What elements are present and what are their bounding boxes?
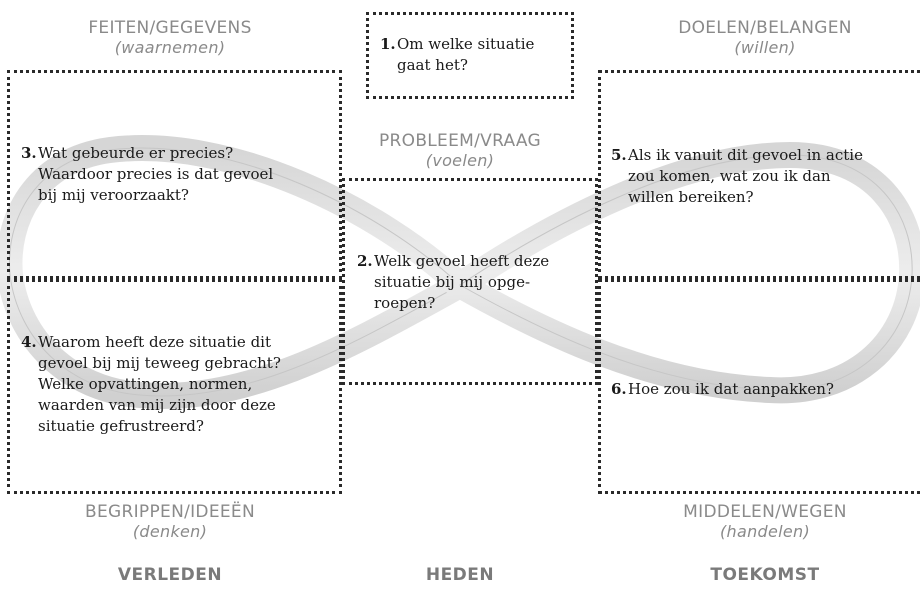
box-right-upper xyxy=(598,70,920,279)
question-1: 1. Om welke situatie gaat het? xyxy=(380,34,535,76)
question-2: 2. Welk gevoel heeft deze situatie bij m… xyxy=(357,251,550,314)
question-4-line-5: situatie gefrustreerd? xyxy=(38,417,204,435)
question-5: 5. Als ik vanuit dit gevoel in actie zou… xyxy=(611,145,863,208)
question-4-line-1: Waarom heeft deze situatie dit xyxy=(38,333,272,351)
heading-concepts: BEGRIPPEN/IDEEËN (denken) xyxy=(20,502,320,542)
heading-goals-subtitle: (willen) xyxy=(734,38,796,57)
question-4-number: 4. xyxy=(21,333,37,351)
question-4-line-2: gevoel bij mij teweeg gebracht? xyxy=(38,354,281,372)
box-right-lower xyxy=(598,279,920,494)
box-situation xyxy=(366,12,574,99)
question-4-line-4: waarden van mij zijn door deze xyxy=(38,396,276,414)
heading-means: MIDDELEN/WEGEN (handelen) xyxy=(615,502,915,542)
question-3-line-3: bij mij veroorzaakt? xyxy=(38,186,189,204)
heading-means-subtitle: (handelen) xyxy=(720,522,810,541)
heading-goals-title: DOELEN/BELANGEN xyxy=(678,18,852,38)
question-3-line-2: Waardoor precies is dat gevoel xyxy=(38,165,274,183)
question-2-line-3: roepen? xyxy=(374,294,436,312)
box-middle xyxy=(342,178,598,385)
box-left-upper xyxy=(7,70,342,279)
question-6-line-1: Hoe zou ik dat aanpakken? xyxy=(628,380,834,398)
question-6: 6. Hoe zou ik dat aanpakken? xyxy=(611,379,834,400)
timeline-past: VERLEDEN xyxy=(117,565,223,585)
heading-problem-subtitle: (voelen) xyxy=(425,151,495,170)
heading-facts: FEITEN/GEGEVENS (waarnemen) xyxy=(20,18,320,58)
question-5-line-2: zou komen, wat zou ik dan xyxy=(628,167,831,185)
heading-problem: PROBLEEM/VRAAG (voelen) xyxy=(320,131,600,171)
question-1-line-1: Om welke situatie xyxy=(397,35,535,53)
question-1-line-2: gaat het? xyxy=(397,56,468,74)
question-3: 3. Wat gebeurde er precies? Waardoor pre… xyxy=(21,143,274,206)
question-2-number: 2. xyxy=(357,252,373,270)
question-5-line-1: Als ik vanuit dit gevoel in actie xyxy=(628,146,863,164)
infinity-right-lobe-edge xyxy=(459,154,913,391)
question-4: 4. Waarom heeft deze situatie dit gevoel… xyxy=(21,332,281,437)
question-2-line-2: situatie bij mij opge- xyxy=(374,273,531,291)
heading-goals: DOELEN/BELANGEN (willen) xyxy=(615,18,915,58)
timeline-future: TOEKOMST xyxy=(710,565,820,585)
question-1-number: 1. xyxy=(380,35,396,53)
question-4-line-3: Welke opvattingen, normen, xyxy=(38,375,253,393)
question-2-line-1: Welk gevoel heeft deze xyxy=(374,252,550,270)
question-3-number: 3. xyxy=(21,144,37,162)
heading-means-title: MIDDELEN/WEGEN xyxy=(683,502,847,522)
timeline-present: HEDEN xyxy=(425,565,495,585)
heading-concepts-subtitle: (denken) xyxy=(132,522,208,541)
question-3-line-1: Wat gebeurde er precies? xyxy=(38,144,234,162)
question-6-number: 6. xyxy=(611,380,627,398)
question-5-line-3: willen bereiken? xyxy=(628,188,754,206)
heading-facts-title: FEITEN/GEGEVENS xyxy=(88,18,252,38)
heading-facts-subtitle: (waarnemen) xyxy=(114,38,226,57)
heading-problem-title: PROBLEEM/VRAAG xyxy=(378,131,541,151)
heading-concepts-title: BEGRIPPEN/IDEEËN xyxy=(85,502,255,522)
question-5-number: 5. xyxy=(611,146,627,164)
box-left-lower xyxy=(7,279,342,494)
